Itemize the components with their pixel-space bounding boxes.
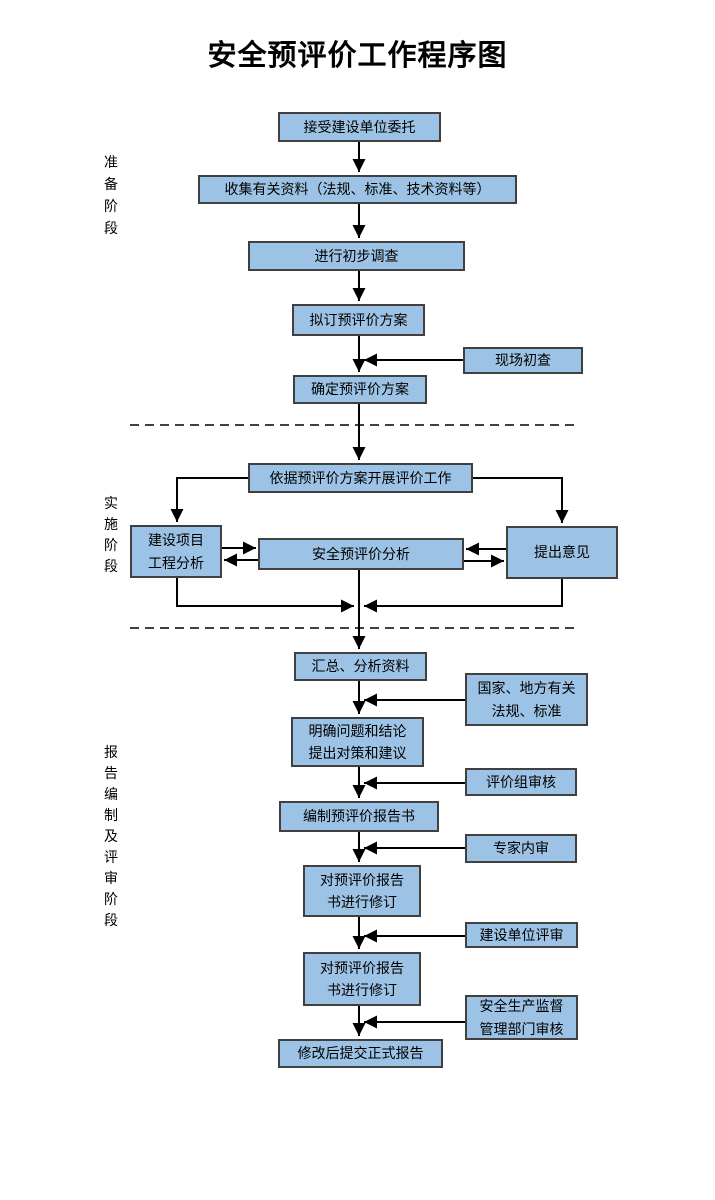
node-owner-review: 建设单位评审 bbox=[465, 922, 578, 948]
node-safety-analysis: 安全预评价分析 bbox=[258, 538, 464, 570]
node-propose-opinions: 提出意见 bbox=[506, 526, 618, 579]
conn-carryout-project bbox=[170, 477, 248, 522]
node-authority-review: 安全生产监督 管理部门审核 bbox=[465, 995, 578, 1040]
conn-carryout-opinions bbox=[473, 477, 569, 523]
node-laws-standards: 国家、地方有关 法规、标准 bbox=[465, 673, 588, 726]
node-submit-final: 修改后提交正式报告 bbox=[278, 1039, 443, 1068]
phase-label-reporting: 报 告 编 制 及 评 审 阶 段 bbox=[104, 744, 118, 928]
node-accept-commission: 接受建设单位委托 bbox=[278, 112, 441, 142]
node-draft-plan: 拟订预评价方案 bbox=[292, 304, 425, 336]
phase-label-implementation: 实 施 阶 段 bbox=[104, 495, 118, 574]
page-title: 安全预评价工作程序图 bbox=[207, 40, 508, 72]
node-carry-out-work: 依据预评价方案开展评价工作 bbox=[248, 463, 473, 493]
conn-project-merge bbox=[176, 578, 354, 613]
node-group-review: 评价组审核 bbox=[465, 768, 577, 796]
node-expert-review: 专家内审 bbox=[465, 834, 577, 863]
node-confirm-plan: 确定预评价方案 bbox=[293, 375, 427, 404]
node-collect-materials: 收集有关资料（法规、标准、技术资料等） bbox=[198, 175, 517, 204]
node-revise-report-2: 对预评价报告 书进行修订 bbox=[303, 952, 421, 1006]
phase-label-preparation: 准 备 阶 段 bbox=[104, 154, 118, 236]
node-summarize: 汇总、分析资料 bbox=[294, 652, 427, 681]
node-site-check: 现场初查 bbox=[463, 347, 583, 374]
node-revise-report-1: 对预评价报告 书进行修订 bbox=[303, 865, 421, 917]
node-project-analysis: 建设项目 工程分析 bbox=[130, 525, 222, 578]
conn-opinions-merge bbox=[364, 579, 563, 613]
node-preliminary-investigation: 进行初步调查 bbox=[248, 241, 465, 271]
node-clarify-problems: 明确问题和结论 提出对策和建议 bbox=[291, 717, 424, 767]
node-compile-report: 编制预评价报告书 bbox=[279, 801, 439, 832]
